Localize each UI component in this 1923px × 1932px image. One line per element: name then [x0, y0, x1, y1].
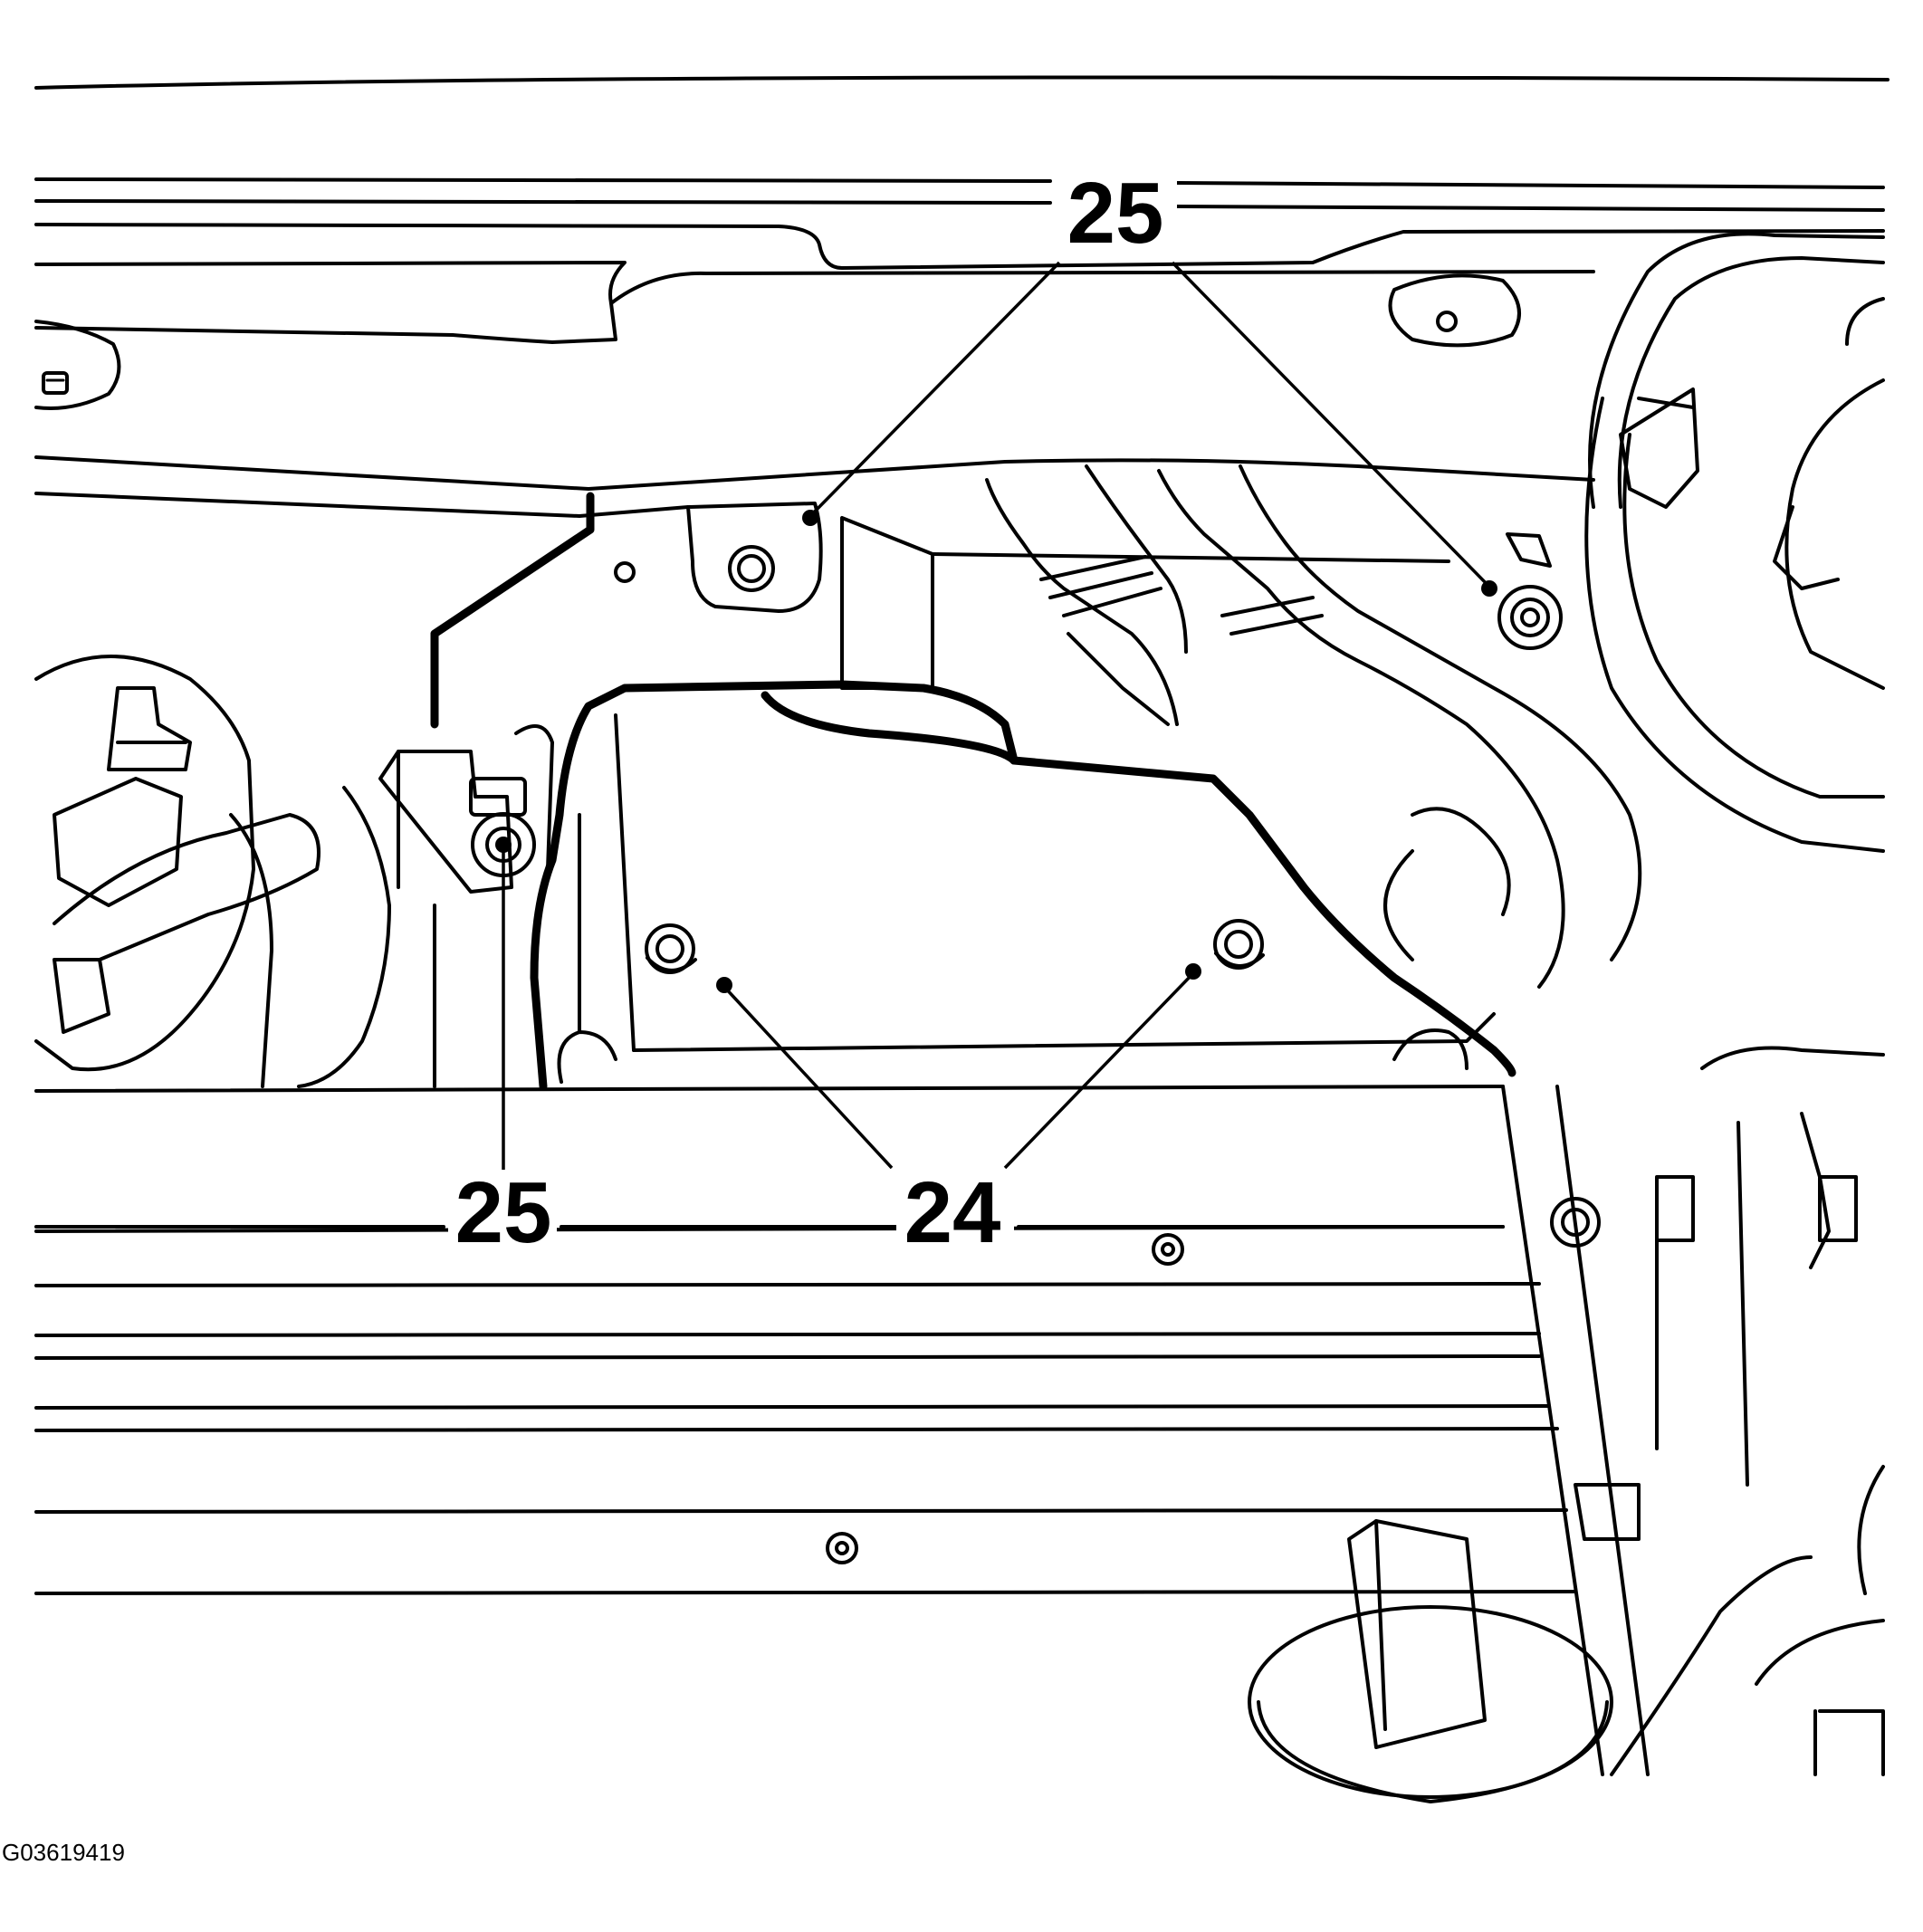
callout-top-bg: [1055, 172, 1177, 258]
upper-right-bolt: [1388, 273, 1521, 348]
right-components: [826, 232, 1885, 1564]
callout-label-24: 24: [904, 1164, 1001, 1261]
bracket-plate: [34, 455, 1595, 690]
left-bolt-area: [378, 724, 581, 1088]
callout-leaders: [34, 261, 1505, 1229]
figure-id: G03619419: [2, 1839, 125, 1866]
cowl-lines: [34, 75, 1890, 344]
callout-label-25-top: 25: [1067, 165, 1164, 262]
callout-label-25-left: 25: [455, 1164, 552, 1261]
lower-right-components: [1610, 1465, 1885, 1776]
mid-bracket: [34, 713, 1505, 1093]
callout-center-bg: [896, 1172, 1014, 1258]
callout-left-bg: [448, 1172, 557, 1258]
oil-filler-cap: [1248, 1519, 1613, 1803]
wiring-harness: [430, 492, 1516, 1091]
upper-left-bolt: [34, 320, 121, 410]
left-fittings: [34, 655, 391, 1088]
coolant-hoses: [985, 464, 1642, 989]
cam-cover-lines: [34, 1085, 1650, 1776]
